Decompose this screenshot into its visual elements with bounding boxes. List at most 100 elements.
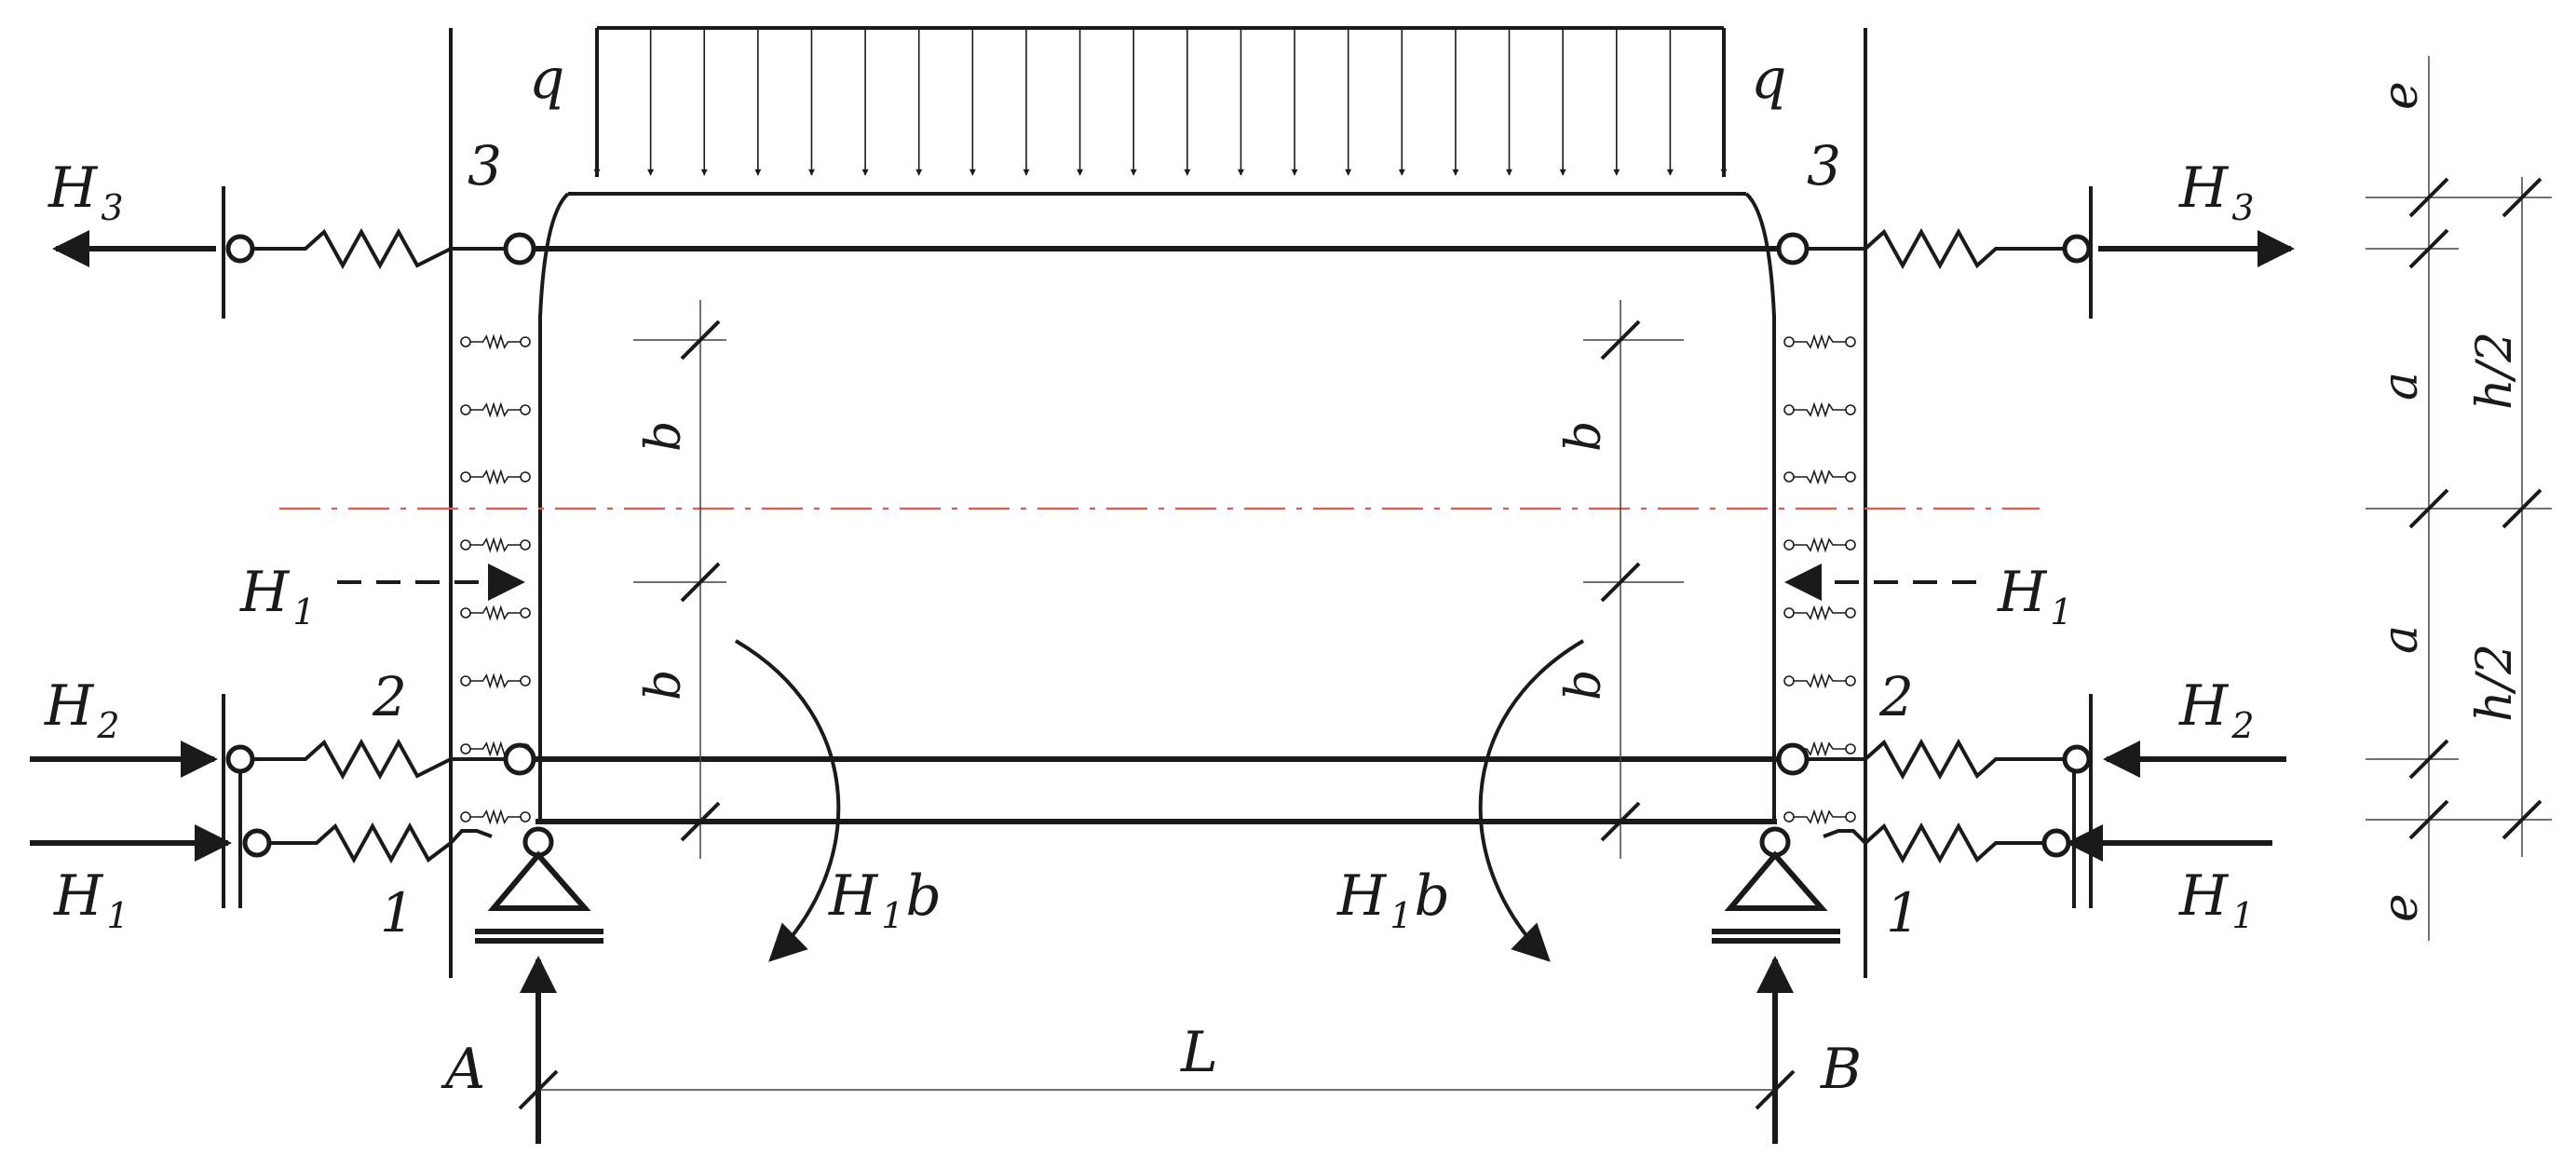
h1-left-end-hinge: [242, 828, 272, 858]
dim-a-bottom: a: [2373, 625, 2429, 654]
interface-spring-node: [1783, 811, 1795, 822]
dim-e-bottom: e: [2373, 893, 2429, 922]
interface-spring: [1794, 401, 1846, 418]
support-left: [475, 826, 603, 1144]
interface-spring-node: [520, 811, 531, 822]
h3-right-spring: [1807, 227, 2064, 270]
interface-spring: [1794, 605, 1846, 621]
level-2-right: 2: [1878, 665, 1914, 728]
interface-spring-node: [520, 404, 531, 415]
moment-left-arrow: [734, 639, 841, 962]
interface-spring-node: [1783, 336, 1795, 347]
interface-spring-node: [520, 539, 531, 551]
load-label-right: q: [1751, 47, 1786, 112]
dim-e-top: e: [2373, 81, 2429, 110]
dim-halfh-top: h/2: [2467, 332, 2523, 410]
interface-spring-node: [1845, 539, 1856, 551]
h2-left-end-hinge: [225, 744, 255, 774]
interface-spring-node: [460, 675, 471, 686]
h1-left-spring: [269, 822, 493, 864]
dim-a-top: a: [2373, 372, 2429, 401]
interface-spring-node: [460, 811, 471, 822]
interface-spring-node: [1845, 336, 1856, 347]
level-2-left: 2: [372, 665, 407, 728]
dim-chain-right: [2366, 56, 2552, 941]
interface-spring: [470, 809, 521, 825]
interface-spring-node: [1783, 404, 1795, 415]
support-label-a: A: [441, 1037, 485, 1102]
load-label-left: q: [529, 47, 564, 112]
interface-spring-node: [1783, 607, 1795, 618]
interface-spring-node: [520, 675, 531, 686]
interface-spring-node: [1845, 471, 1856, 483]
h2-right-end-hinge: [2062, 744, 2092, 774]
interface-spring: [470, 401, 521, 418]
level-1-left: 1: [380, 881, 414, 945]
interface-spring-node: [460, 404, 471, 415]
interface-spring-node: [460, 336, 471, 347]
moment-right-arrow: [1478, 639, 1585, 962]
interface-spring-node: [460, 743, 471, 754]
interface-spring: [470, 673, 521, 689]
interface-spring-node: [1783, 539, 1795, 551]
h2-right-spring: [1807, 738, 2064, 781]
beam-body: [520, 192, 1793, 824]
interface-spring-node: [1783, 675, 1795, 686]
h2-left-beam-hinge: [503, 742, 536, 776]
level-3-left: 3: [468, 134, 502, 197]
interface-spring-node: [1845, 404, 1856, 415]
h3-left-beam-hinge: [503, 232, 536, 265]
interface-spring: [470, 537, 521, 553]
interface-spring-node: [1783, 471, 1795, 483]
interface-spring: [470, 469, 521, 485]
dim-b-left: [633, 300, 726, 859]
h2-left-spring: [252, 738, 506, 781]
dim-b-right: [1583, 300, 1684, 859]
h3-left-end-hinge: [225, 234, 255, 264]
interface-spring-node: [460, 607, 471, 618]
interface-spring-node: [520, 471, 531, 483]
interface-spring: [1794, 469, 1846, 485]
interface-spring: [1794, 537, 1846, 553]
h1-right-end-hinge: [2041, 828, 2071, 858]
interface-spring: [1794, 333, 1846, 350]
distributed-load: [593, 26, 1728, 177]
dim-b-left-top: b: [636, 421, 692, 452]
h3-left-spring: [252, 227, 506, 270]
interface-spring-node: [460, 471, 471, 483]
h3-right-end-hinge: [2062, 234, 2092, 264]
h3-right-beam-hinge: [1776, 232, 1810, 265]
interface-spring: [1794, 673, 1846, 689]
support-label-b: B: [1820, 1037, 1862, 1102]
dim-halfh-bottom: h/2: [2467, 644, 2523, 722]
interface-spring-node: [1845, 811, 1856, 822]
load-arrows: [593, 28, 1728, 176]
dim-b-left-bottom: b: [636, 670, 692, 700]
interface-spring-node: [520, 336, 531, 347]
interface-spring-node: [1845, 607, 1856, 618]
interface-spring: [1794, 809, 1846, 825]
support-right: [1712, 826, 1840, 1144]
dim-l-label: L: [1180, 1020, 1218, 1085]
dim-b-right-top: b: [1556, 421, 1612, 452]
interface-spring: [470, 605, 521, 621]
interface-spring-node: [520, 607, 531, 618]
dim-l: [518, 1069, 1796, 1110]
h2-right-beam-hinge: [1776, 742, 1810, 776]
interface-spring-node: [1845, 743, 1856, 754]
level-1-right: 1: [1886, 881, 1920, 945]
interface-spring: [1794, 741, 1846, 757]
interface-spring: [470, 333, 521, 350]
level-3-right: 3: [1807, 134, 1841, 197]
